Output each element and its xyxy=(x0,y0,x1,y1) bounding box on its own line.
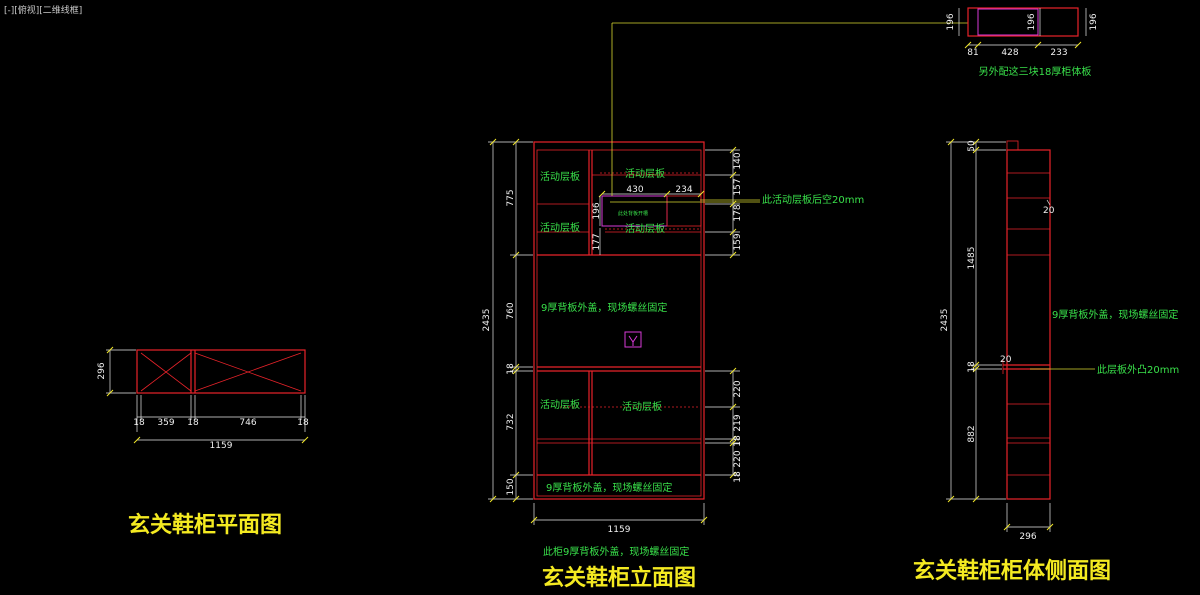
side-dim-18: 18 xyxy=(967,361,977,373)
extra-dim-81: 81 xyxy=(967,48,978,58)
extra-dim-428: 428 xyxy=(1001,48,1018,58)
shelf-label-ml: 活动层板 xyxy=(540,221,580,234)
side-dim-50: 50 xyxy=(967,140,977,152)
plan-view: 296 18 359 18 746 18 1159 玄关鞋柜平面图 xyxy=(97,346,309,538)
elev-dim-732: 732 xyxy=(506,413,516,430)
elevation-title: 玄关鞋柜立面图 xyxy=(542,565,696,591)
right-shelf-note: 此活动层板后空20mm xyxy=(762,193,864,206)
side-dim-depth: 296 xyxy=(1019,532,1036,542)
elev-dim-159: 159 xyxy=(733,233,743,250)
back-note-mid: 9厚背板外盖，现场螺丝固定 xyxy=(541,301,667,314)
plan-dim-total: 1159 xyxy=(210,441,233,451)
side-outline xyxy=(1006,149,1051,500)
extra-dim-right: 196 xyxy=(1089,13,1099,30)
elev-dim-234: 234 xyxy=(675,185,692,195)
elev-dim-18b-right: 18 xyxy=(733,471,743,483)
side-gap-mid: 20 xyxy=(1000,355,1012,365)
extra-dim-233: 233 xyxy=(1050,48,1067,58)
side-total-height: 2435 xyxy=(940,309,950,332)
viewport-label: [-][俯视][二维线框] xyxy=(4,6,83,16)
plan-depth-dim: 296 xyxy=(97,362,107,379)
elev-dim-18-right: 18 xyxy=(733,435,743,447)
elev-dim-220b: 220 xyxy=(733,450,743,467)
plan-dim-359: 359 xyxy=(157,418,174,428)
extra-dim-left: 196 xyxy=(946,13,956,30)
elev-dim-775: 775 xyxy=(506,189,516,206)
extra-dim-mid: 196 xyxy=(1027,13,1037,30)
elev-dim-178: 178 xyxy=(733,204,743,221)
side-shelf-note: 此层板外凸20mm xyxy=(1097,363,1179,376)
elev-dim-220a: 220 xyxy=(733,380,743,397)
elev-dim-177: 177 xyxy=(592,233,602,250)
extra-panel-label: 另外配这三块18厚柜体板 xyxy=(979,65,1092,78)
side-back-note: 9厚背板外盖，现场螺丝固定 xyxy=(1052,308,1178,321)
elev-dim-width: 1159 xyxy=(608,525,631,535)
side-title: 玄关鞋柜柜体侧面图 xyxy=(913,558,1111,584)
side-dim-1485: 1485 xyxy=(967,247,977,270)
shelf-label-tr: 活动层板 xyxy=(625,167,665,180)
shelf-label-lr: 活动层板 xyxy=(622,400,662,413)
plan-outline xyxy=(136,349,306,394)
shelf-label-ll: 活动层板 xyxy=(540,398,580,411)
shelf-label-tl: 活动层板 xyxy=(540,170,580,183)
plan-dim-18b: 18 xyxy=(187,418,199,428)
plan-dim-18a: 18 xyxy=(133,418,145,428)
elev-dim-196: 196 xyxy=(592,202,602,219)
side-gap-upper: 20 xyxy=(1043,206,1055,216)
elev-dim-18: 18 xyxy=(506,363,516,375)
elev-dim-760: 760 xyxy=(506,302,516,319)
elev-dim-430: 430 xyxy=(626,185,643,195)
back-note-base: 9厚背板外盖，现场螺丝固定 xyxy=(546,481,672,494)
small-note: 此处背板开槽 xyxy=(618,210,648,217)
elev-dim-150: 150 xyxy=(506,478,516,495)
plan-title: 玄关鞋柜平面图 xyxy=(128,512,282,538)
elev-dim-219: 219 xyxy=(733,414,743,431)
plan-dim-18c: 18 xyxy=(297,418,309,428)
bottom-note: 此柜9厚背板外盖，现场螺丝固定 xyxy=(543,545,689,558)
side-dim-882: 882 xyxy=(967,425,977,442)
elev-dim-157: 157 xyxy=(733,178,743,195)
shelf-label-mr: 活动层板 xyxy=(625,222,665,235)
side-view: 2435 50 1485 18 882 20 20 296 9厚背板外盖，现场螺… xyxy=(913,138,1179,584)
elevation-view: 2435 775 760 18 732 150 xyxy=(482,22,968,591)
elevation-outline xyxy=(533,141,705,500)
extra-panel-view: 196 196 196 81 428 233 另外配这三块18厚柜体板 xyxy=(946,7,1099,78)
elev-total-height: 2435 xyxy=(482,309,492,332)
plan-dim-746: 746 xyxy=(239,418,256,428)
elev-dim-140: 140 xyxy=(733,152,743,169)
